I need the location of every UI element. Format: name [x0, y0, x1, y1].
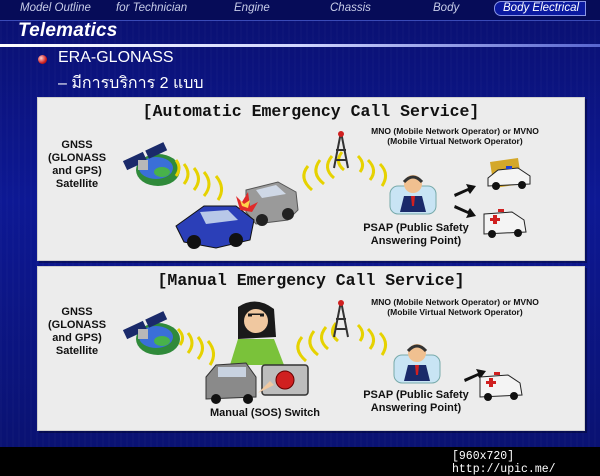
- arrow-icon: [464, 369, 486, 382]
- slide: Model Outline for Technician Engine Chas…: [0, 0, 600, 447]
- psap-label-line: Answering Point): [370, 402, 462, 414]
- psap-label: PSAP (Public Safety Answering Point): [356, 222, 476, 248]
- manual-panel-title: [Manual Emergency Call Service]: [157, 271, 465, 290]
- title-underline: [0, 44, 600, 47]
- gnss-label-line: Satellite: [55, 178, 99, 190]
- signal-waves-icon: [356, 154, 387, 187]
- psap-label-line: PSAP (Public Safety: [363, 222, 469, 234]
- gnss-label: GNSS (GLONASS and GPS) Satellite: [42, 139, 112, 191]
- cell-tower-icon: [333, 131, 349, 169]
- mno-label-line: (Mobile Virtual Network Operator): [387, 136, 523, 146]
- signal-waves-icon: [302, 151, 345, 192]
- sos-switch-label: Manual (SOS) Switch: [209, 407, 320, 419]
- automatic-panel-title: [Automatic Emergency Call Service]: [142, 102, 480, 121]
- mno-label: MNO (Mobile Network Operator) or MVNO (M…: [330, 126, 580, 146]
- gnss-label-line: GNSS: [61, 306, 93, 318]
- bullet-icon: [38, 55, 47, 64]
- bullet-sub: – มีการบริการ 2 แบบ: [58, 75, 204, 92]
- gnss-label-line: Satellite: [55, 345, 99, 357]
- mno-label-line: MNO (Mobile Network Operator) or MVNO: [371, 297, 539, 307]
- bullet-main: ERA-GLONASS: [58, 49, 174, 66]
- nav-item-engine[interactable]: Engine: [234, 2, 270, 14]
- arrow-icon: [454, 184, 476, 218]
- operator-icon: [389, 175, 437, 215]
- signal-waves-icon: [176, 327, 215, 366]
- ambulance-icon: [479, 372, 523, 401]
- satellite-icon: [122, 311, 180, 355]
- nav-item-model-outline[interactable]: Model Outline: [20, 2, 91, 14]
- crash-cars-icon: [175, 181, 299, 249]
- sos-switch-icon: [205, 362, 309, 404]
- manual-service-panel: [Manual Emergency Call Service] GNSS (GL…: [37, 266, 585, 431]
- ambulance-icon: [483, 209, 527, 238]
- nav-item-chassis[interactable]: Chassis: [330, 2, 371, 14]
- watermark-text: [960x720] http://upic.me/: [452, 450, 556, 476]
- driver-icon: [230, 301, 284, 365]
- nav-item-body[interactable]: Body: [433, 2, 460, 14]
- mno-label-line: (Mobile Virtual Network Operator): [387, 307, 523, 317]
- gnss-label-line: and GPS): [52, 332, 102, 344]
- signal-waves-icon: [296, 322, 339, 363]
- signal-waves-icon: [356, 323, 387, 356]
- page-title: Telematics: [18, 20, 118, 41]
- top-nav: Model Outline for Technician Engine Chas…: [0, 0, 600, 21]
- gnss-label-line: (GLONASS: [47, 319, 107, 331]
- mno-label: MNO (Mobile Network Operator) or MVNO (M…: [330, 297, 580, 317]
- psap-label: PSAP (Public Safety Answering Point): [356, 389, 476, 415]
- gnss-label: GNSS (GLONASS and GPS) Satellite: [42, 306, 112, 358]
- gnss-label-line: (GLONASS: [47, 152, 107, 164]
- nav-item-for-technician[interactable]: for Technician: [116, 2, 188, 14]
- cell-tower-icon: [333, 300, 349, 338]
- police-car-icon: [487, 158, 531, 190]
- psap-label-line: PSAP (Public Safety: [363, 389, 469, 401]
- psap-label-line: Answering Point): [370, 235, 462, 247]
- satellite-icon: [122, 142, 180, 186]
- signal-waves-icon: [174, 159, 223, 201]
- automatic-service-panel: [Automatic Emergency Call Service] GNSS …: [37, 97, 585, 261]
- nav-item-body-electrical[interactable]: Body Electrical: [494, 1, 587, 16]
- gnss-label-line: GNSS: [61, 139, 93, 151]
- gnss-label-line: and GPS): [52, 165, 102, 177]
- mno-label-line: MNO (Mobile Network Operator) or MVNO: [371, 126, 539, 136]
- operator-icon: [393, 344, 441, 384]
